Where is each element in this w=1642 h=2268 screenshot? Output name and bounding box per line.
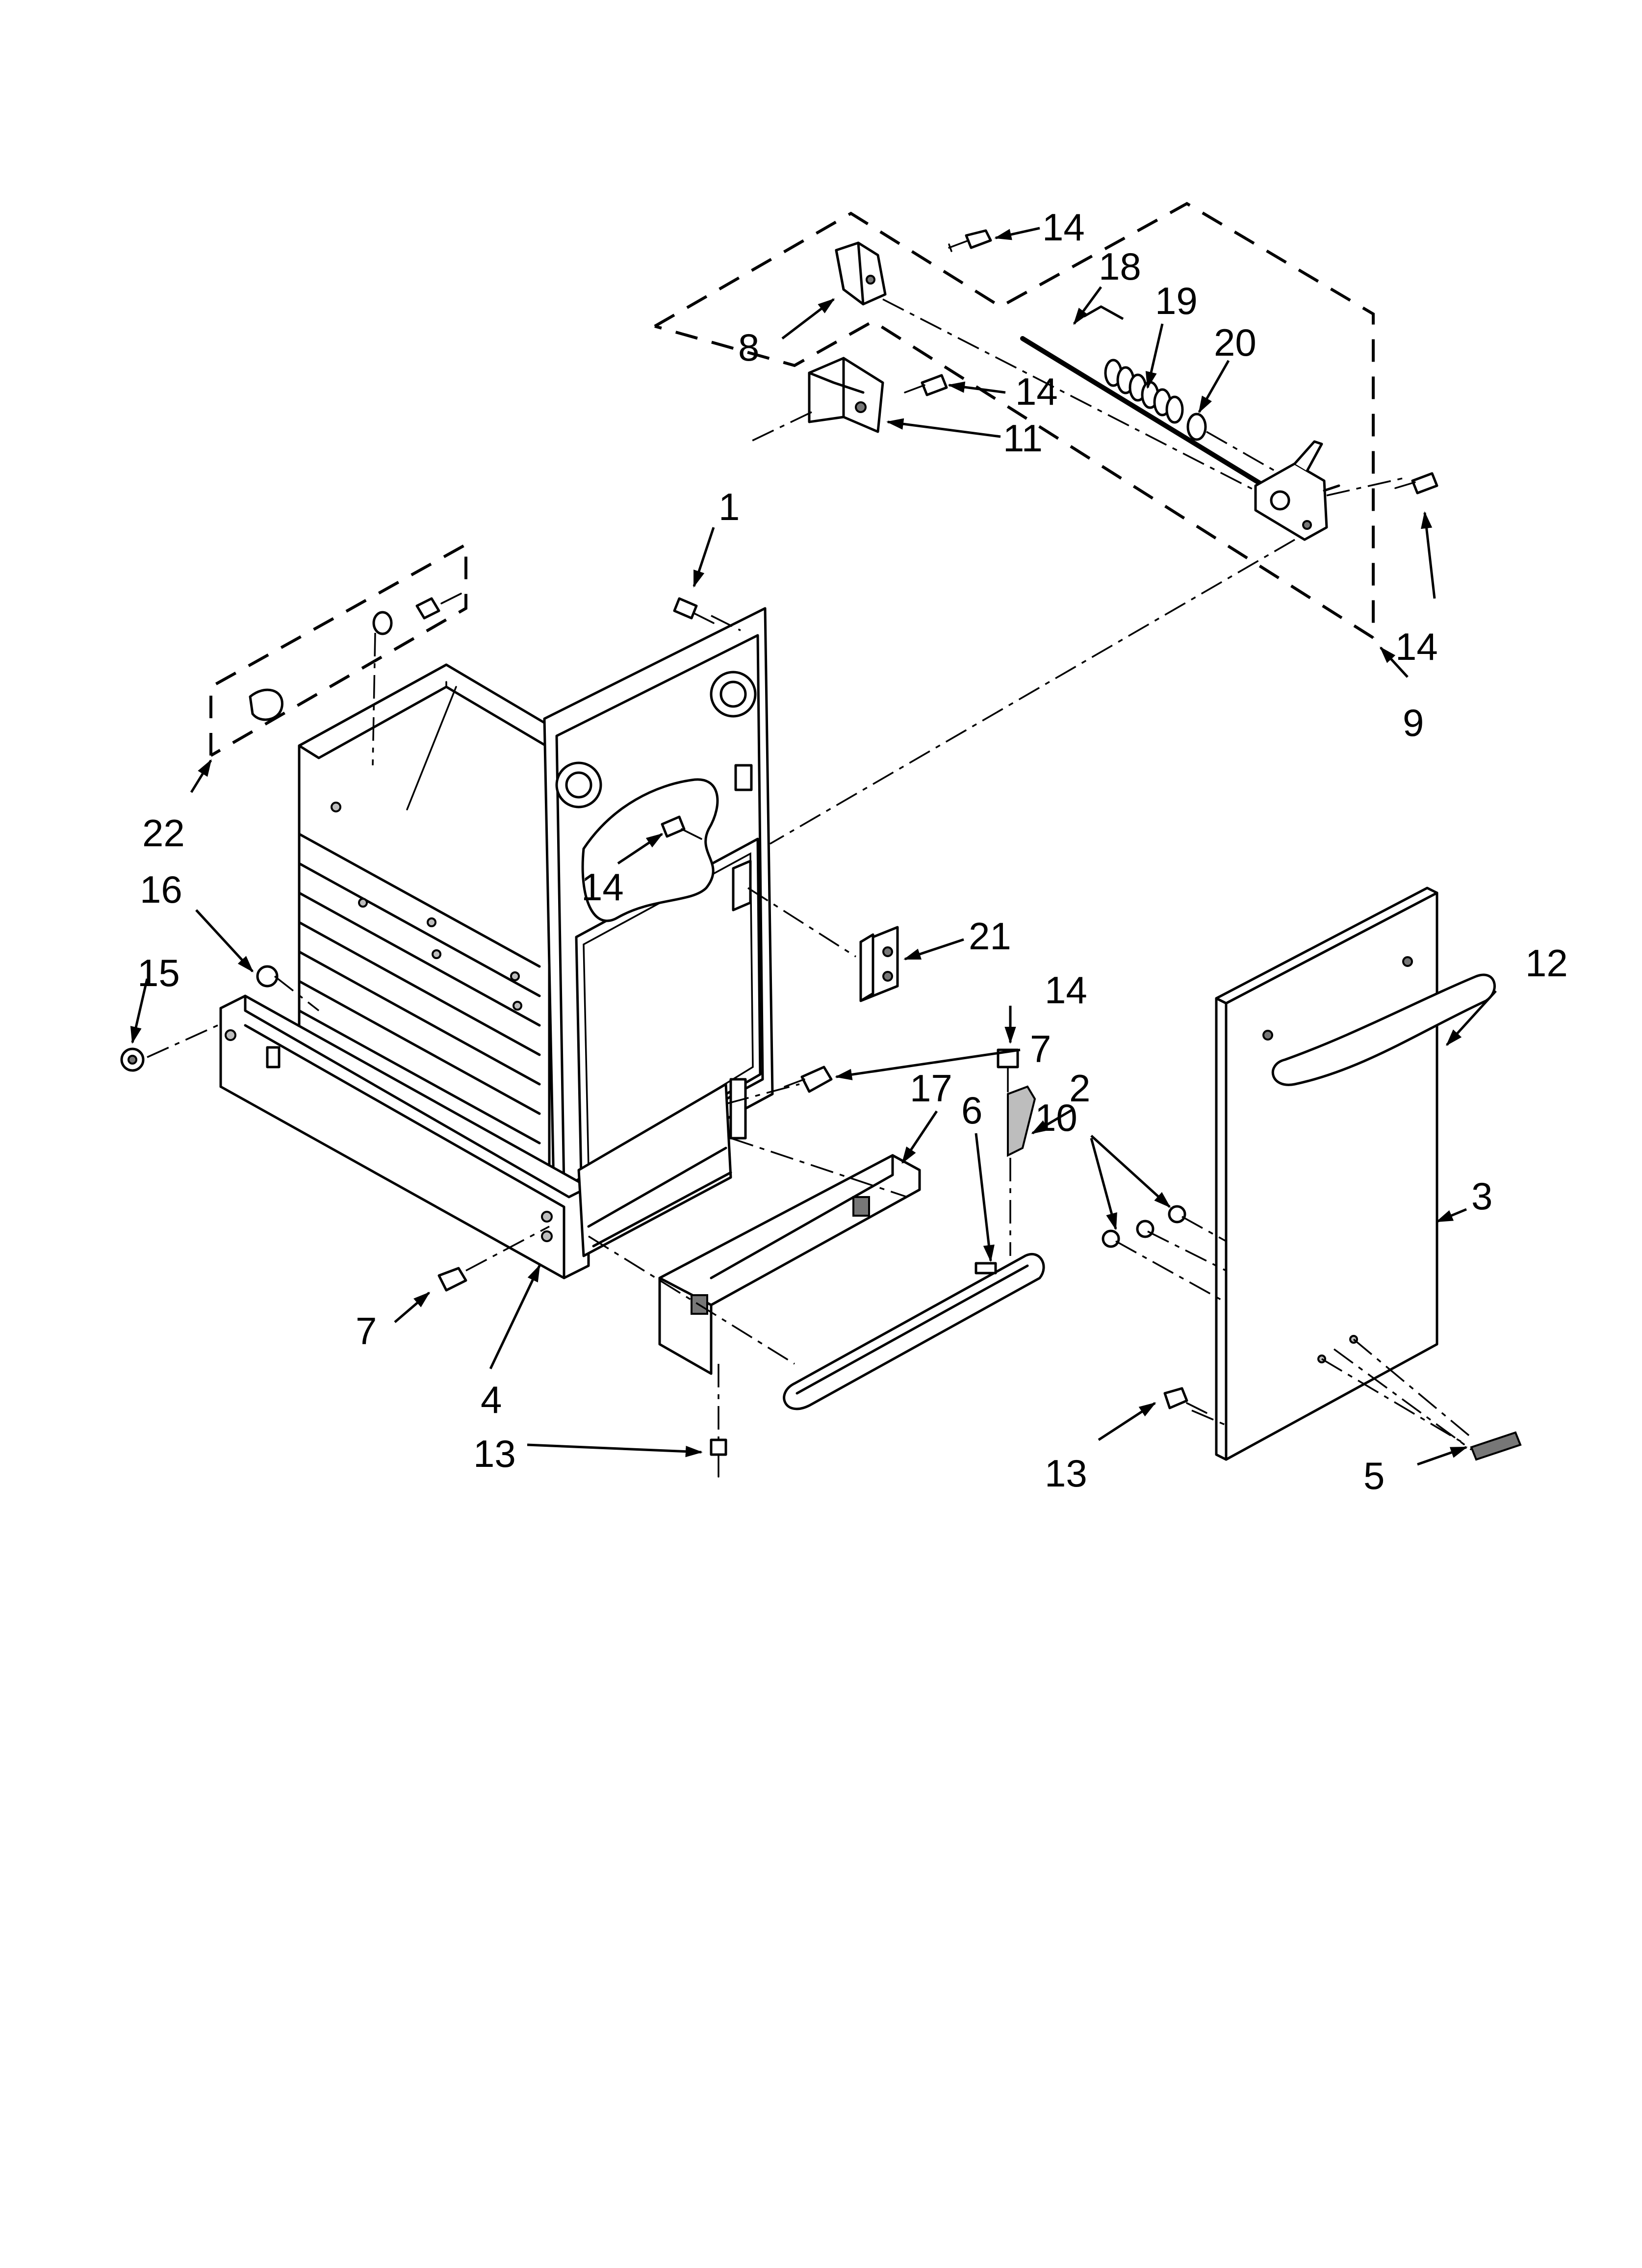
callout-11: 11 (1003, 417, 1043, 460)
callout-12: 12 (1525, 941, 1568, 985)
callout-9: 9 (1403, 701, 1424, 744)
callout-5: 5 (1363, 1454, 1385, 1497)
hinge-rod-assembly (1020, 305, 1340, 541)
callout-17: 17 (910, 1067, 952, 1110)
callout-3: 3 (1471, 1174, 1492, 1218)
door-panel (1215, 886, 1438, 1461)
callout-13-left: 13 (473, 1432, 516, 1475)
callout-15: 15 (137, 951, 180, 994)
callout-1: 1 (718, 485, 740, 528)
callout-18: 18 (1099, 245, 1141, 288)
callout-2: 2 (1069, 1067, 1090, 1110)
callout-21: 21 (969, 914, 1011, 958)
cabinet-frame (298, 607, 774, 1213)
hinge-kit-boundary (654, 202, 1375, 639)
toe-bar (783, 1252, 1045, 1410)
callout-19: 19 (1155, 279, 1198, 322)
hinge-top (835, 241, 887, 306)
callout-8: 8 (738, 326, 759, 369)
callout-7-upper: 7 (1030, 1027, 1051, 1070)
callout-4: 4 (481, 1378, 502, 1421)
part-22-kit-boundary (209, 542, 467, 757)
callout-22: 22 (142, 811, 185, 855)
callout-13-right: 13 (1045, 1452, 1087, 1495)
lower-support (577, 1078, 747, 1257)
callout-labels: 14 18 19 20 8 1 14 11 14 9 22 14 16 15 2… (137, 206, 1568, 1497)
callout-6: 6 (961, 1089, 982, 1132)
callout-20: 20 (1214, 321, 1257, 364)
grille-5 (1470, 1431, 1522, 1461)
base-rail (219, 994, 590, 1279)
callout-7-lower: 7 (356, 1309, 377, 1353)
callout-16: 16 (140, 868, 182, 911)
fasteners (120, 229, 1522, 1478)
door-stop-clip (1007, 1085, 1036, 1157)
nut-16 (256, 965, 279, 988)
bracket (808, 357, 884, 433)
callout-14-bracket: 14 (1015, 370, 1058, 413)
hinge-bracket (859, 926, 899, 1002)
kickplate (658, 1154, 921, 1375)
callout-14-top: 14 (1042, 206, 1085, 249)
washer (1186, 413, 1207, 441)
callout-14-inner: 14 (581, 865, 624, 909)
callout-14-lower: 14 (1045, 968, 1087, 1012)
spring (1104, 359, 1184, 424)
assembly-lines (147, 298, 1472, 1451)
plug-22 (249, 688, 283, 721)
leader-arrows (130, 227, 1497, 1466)
callout-14-right: 14 (1395, 625, 1438, 668)
callout-10: 10 (1035, 1096, 1078, 1139)
